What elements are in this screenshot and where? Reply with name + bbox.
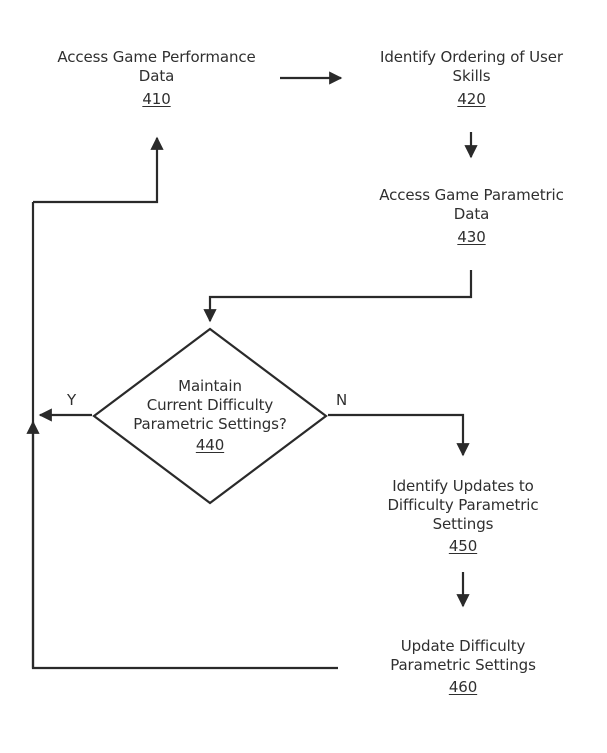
node-410-ref: 410 [142, 89, 171, 108]
node-460[interactable]: Update Difficulty Parametric Settings 46… [338, 612, 588, 722]
node-440[interactable]: Maintain Current Difficulty Parametric S… [92, 327, 328, 505]
edge-440-450 [328, 413, 470, 457]
node-460-label: Update Difficulty Parametric Settings [390, 636, 536, 674]
node-460-ref: 460 [448, 678, 478, 697]
node-430-label: Access Game Parametric Data [379, 186, 564, 224]
node-410[interactable]: Access Game Performance Data 410 [33, 25, 280, 132]
node-420-label: Identify Ordering of User Skills [380, 48, 563, 86]
node-410-label: Access Game Performance Data [57, 48, 256, 86]
node-450-label: Identify Updates to Difficulty Parametri… [387, 476, 539, 533]
edge-label-yes: Y [67, 391, 77, 409]
node-420-ref: 420 [457, 89, 486, 108]
node-450-ref: 450 [448, 537, 478, 556]
edge-label-no: N [336, 391, 348, 409]
node-420[interactable]: Identify Ordering of User Skills 420 [348, 25, 595, 132]
node-430-ref: 430 [457, 227, 486, 246]
edge-bus-to-410 [33, 136, 164, 204]
edge-430-440 [203, 270, 473, 323]
diamond-shape [92, 327, 328, 505]
node-450[interactable]: Identify Updates to Difficulty Parametri… [338, 461, 588, 572]
node-430[interactable]: Access Game Parametric Data 430 [348, 163, 595, 270]
